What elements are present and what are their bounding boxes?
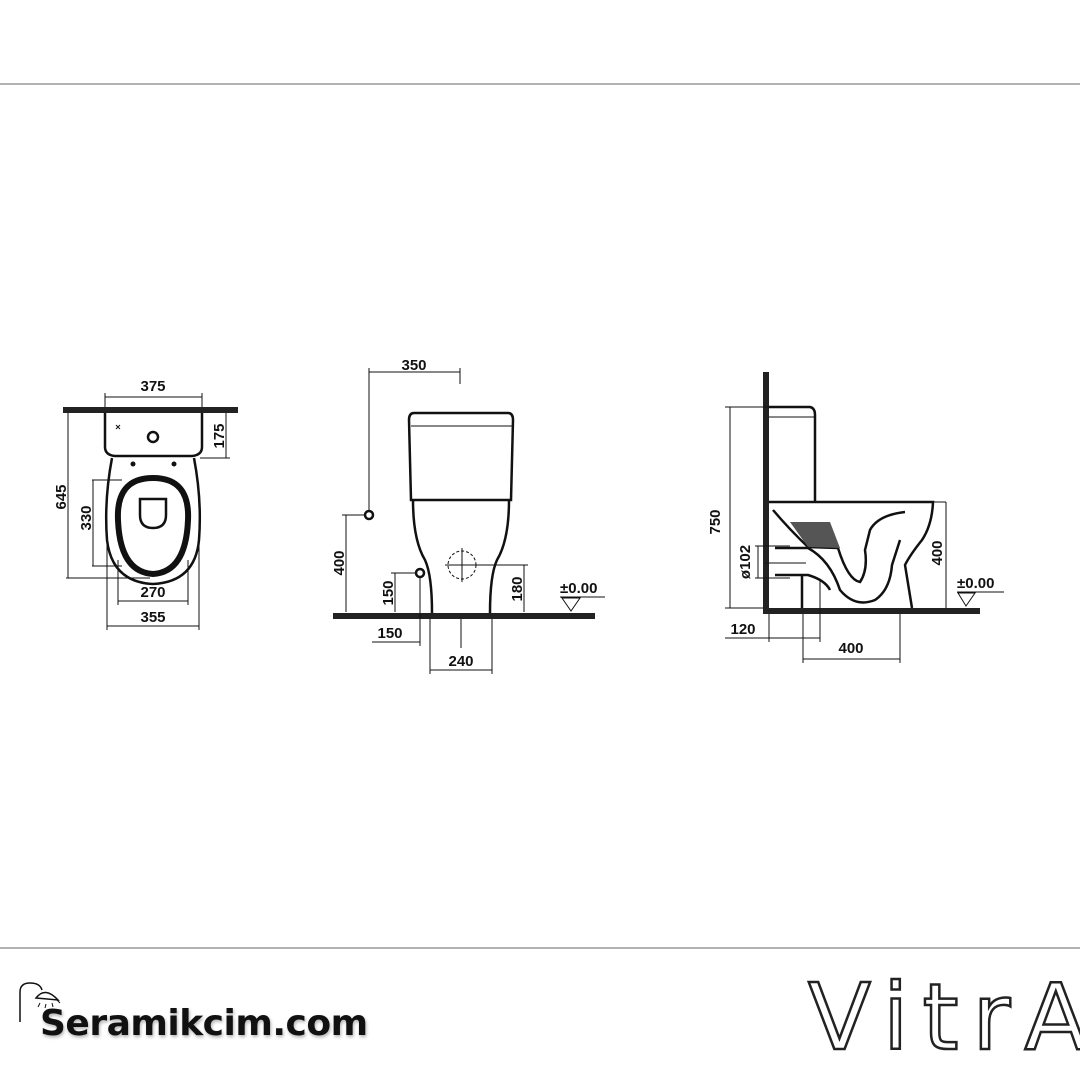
floor xyxy=(763,608,980,614)
dim-645: 645 xyxy=(53,484,70,509)
flush-button xyxy=(146,430,160,444)
dim-120: 120 xyxy=(730,621,755,638)
floor-level-label: ±0.00 xyxy=(957,575,994,592)
bowl-rim xyxy=(769,500,935,609)
dim-355: 355 xyxy=(140,609,165,626)
dim-240: 240 xyxy=(448,653,473,670)
dim-180: 180 xyxy=(509,576,526,601)
trap xyxy=(775,539,902,604)
tank xyxy=(407,411,515,502)
front-elevation: 350 400 150 180 ±0.00 150 240 xyxy=(331,357,605,674)
dim-pipe-diameter: ø102 xyxy=(737,545,754,579)
side-section: 750 ø102 400 ±0.00 120 400 xyxy=(707,372,1004,663)
dim-150-horizontal: 150 xyxy=(377,625,402,642)
vitra-logo: VitrA xyxy=(807,964,1080,1071)
dim-750: 750 xyxy=(707,509,724,534)
dim-400-height: 400 xyxy=(929,540,946,565)
dim-270: 270 xyxy=(140,584,165,601)
seat xyxy=(114,474,192,578)
tank xyxy=(769,405,817,502)
dim-375: 375 xyxy=(140,378,165,395)
floor-level-label: ±0.00 xyxy=(560,580,597,597)
dim-400: 400 xyxy=(331,550,348,575)
wall xyxy=(763,372,769,614)
tank-outline xyxy=(103,413,204,458)
level-triangle xyxy=(560,596,605,612)
dim-150-vertical: 150 xyxy=(380,580,397,605)
dim-175: 175 xyxy=(211,423,228,448)
dim-330: 330 xyxy=(78,505,95,530)
water-inlet xyxy=(363,509,375,521)
bowl-outline xyxy=(104,457,202,586)
top-view: 375 175 645 330 270 355 xyxy=(53,378,238,630)
dim-350: 350 xyxy=(401,357,426,374)
floor-bar xyxy=(333,613,595,619)
shower-icon xyxy=(19,982,61,1022)
pedestal xyxy=(411,499,511,614)
wall-bar xyxy=(63,407,238,413)
seramikcim-logo-text: Seramikcim.com xyxy=(40,1003,368,1044)
bowl-opening xyxy=(138,497,168,530)
dim-400-width: 400 xyxy=(838,640,863,657)
